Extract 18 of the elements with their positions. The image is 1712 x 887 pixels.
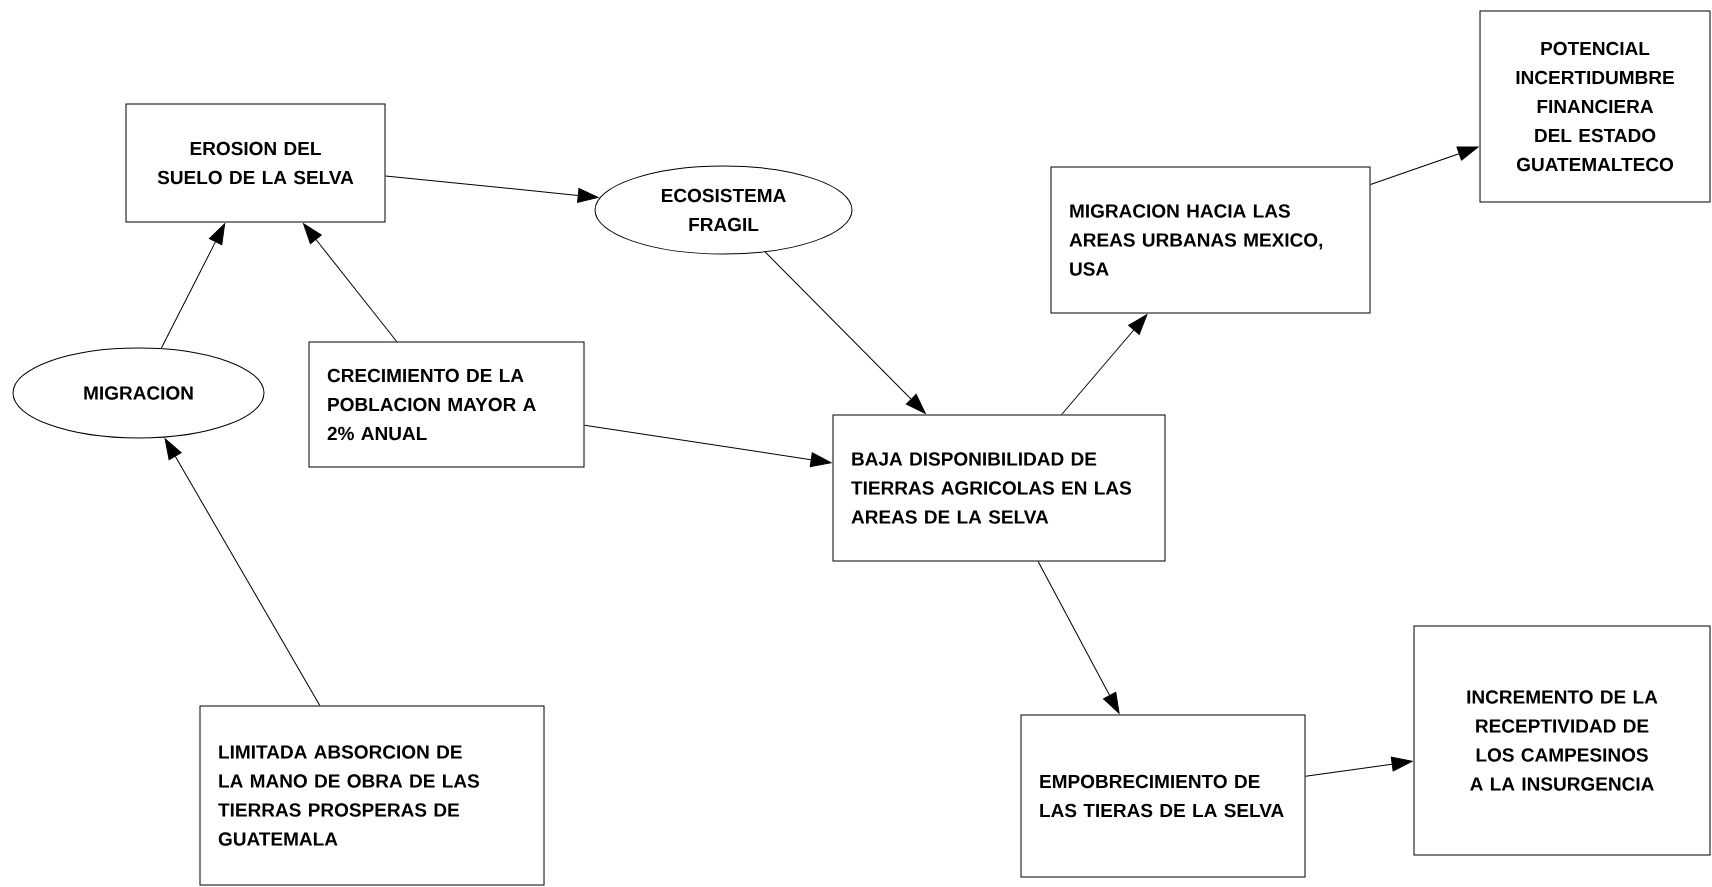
arrow [764, 251, 926, 414]
process-box: EMPOBRECIMIENTO DE LAS TIERAS DE LA SELVA [1020, 714, 1306, 878]
arrow [1061, 314, 1148, 415]
arrow [1370, 146, 1479, 185]
process-box: LIMITADA ABSORCION DE LA MANO DE OBRA DE LAS TIERRAS PROSPERAS DE GUATEMALA [199, 705, 545, 886]
arrow [302, 223, 398, 342]
arrow [164, 438, 321, 706]
arrow [160, 223, 226, 349]
arrow [584, 424, 832, 468]
process-box: CRECIMIENTO DE LA POBLACION MAYOR A 2% ANUAL [308, 341, 585, 468]
process-box: POTENCIAL INCERTIDUMBRE FINANCIERA DEL ESTADO GUATEMALTECO [1479, 10, 1711, 203]
process-box: EROSION DEL SUELO DE LA SELVA [125, 103, 386, 223]
process-box: BAJA DISPONIBILIDAD DE TIERRAS AGRICOLAS EN LAS AREAS DE LA SELVA [832, 414, 1166, 562]
arrow [1037, 561, 1120, 714]
process-box: MIGRACION HACIA LAS AREAS URBANAS MEXICO, USA [1050, 166, 1371, 314]
arrow [385, 175, 599, 203]
process-box: INCREMENTO DE LA RECEPTIVIDAD DE LOS CAMPESINOS A LA INSURGENCIA [1413, 625, 1711, 856]
arrow [1305, 756, 1413, 777]
